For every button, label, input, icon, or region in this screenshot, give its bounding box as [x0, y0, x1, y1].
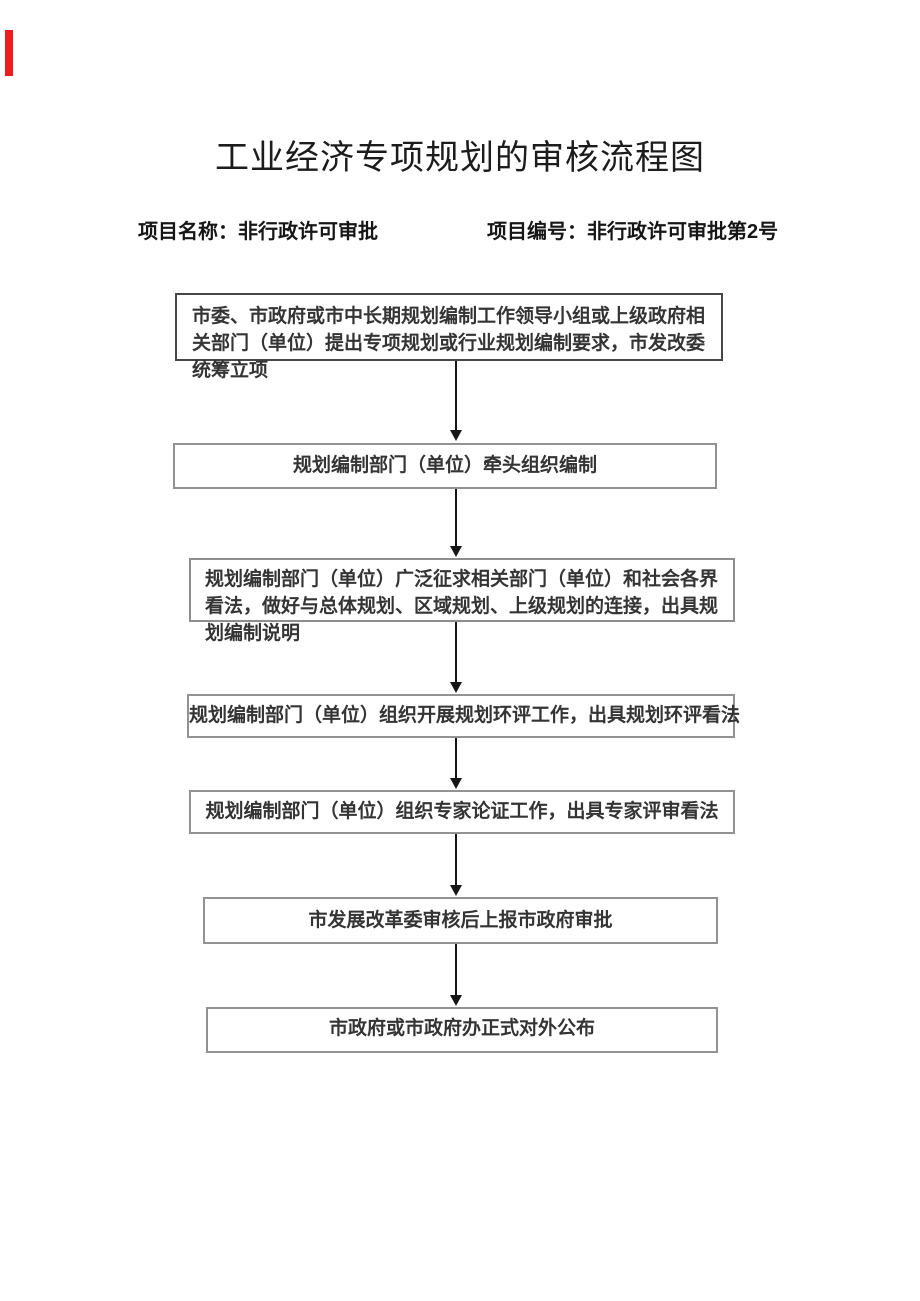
flow-step-initiation: 市委、市政府或市中长期规划编制工作领导小组或上级政府相关部门（单位）提出专项规划…: [175, 293, 723, 381]
arrow-shaft: [455, 361, 457, 432]
flow-step-expert-review: 规划编制部门（单位）组织专家论证工作，出具专家评审看法: [189, 790, 735, 834]
arrow-head: [450, 682, 462, 693]
arrow-head: [450, 546, 462, 557]
arrow-head: [450, 885, 462, 896]
flow-step-organize-drafting: 规划编制部门（单位）牵头组织编制: [173, 443, 717, 489]
down-arrow-icon: [450, 738, 462, 789]
project-number-label: 项目编号：非行政许可审批第2号: [487, 221, 779, 243]
flow-step-solicit-opinions: 规划编制部门（单位）广泛征求相关部门（单位）和社会各界看法，做好与总体规划、区域…: [189, 558, 735, 644]
down-arrow-icon: [450, 361, 462, 441]
arrow-shaft: [455, 738, 457, 780]
down-arrow-icon: [450, 622, 462, 693]
flow-step-public-announcement: 市政府或市政府办正式对外公布: [206, 1007, 718, 1053]
flow-step-environmental-review: 规划编制部门（单位）组织开展规划环评工作，出具规划环评看法: [187, 694, 740, 738]
arrow-shaft: [455, 834, 457, 887]
arrow-head: [450, 778, 462, 789]
page-title: 工业经济专项规划的审核流程图: [215, 140, 705, 177]
arrow-shaft: [455, 944, 457, 997]
project-name-label: 项目名称：非行政许可审批: [138, 221, 378, 243]
arrow-shaft: [455, 622, 457, 684]
flow-step-ndrc-approval: 市发展改革委审核后上报市政府审批: [203, 897, 718, 944]
down-arrow-icon: [450, 834, 462, 896]
arrow-shaft: [455, 489, 457, 548]
arrow-head: [450, 995, 462, 1006]
down-arrow-icon: [450, 944, 462, 1006]
revision-marker: [5, 30, 13, 76]
down-arrow-icon: [450, 489, 462, 557]
arrow-head: [450, 430, 462, 441]
